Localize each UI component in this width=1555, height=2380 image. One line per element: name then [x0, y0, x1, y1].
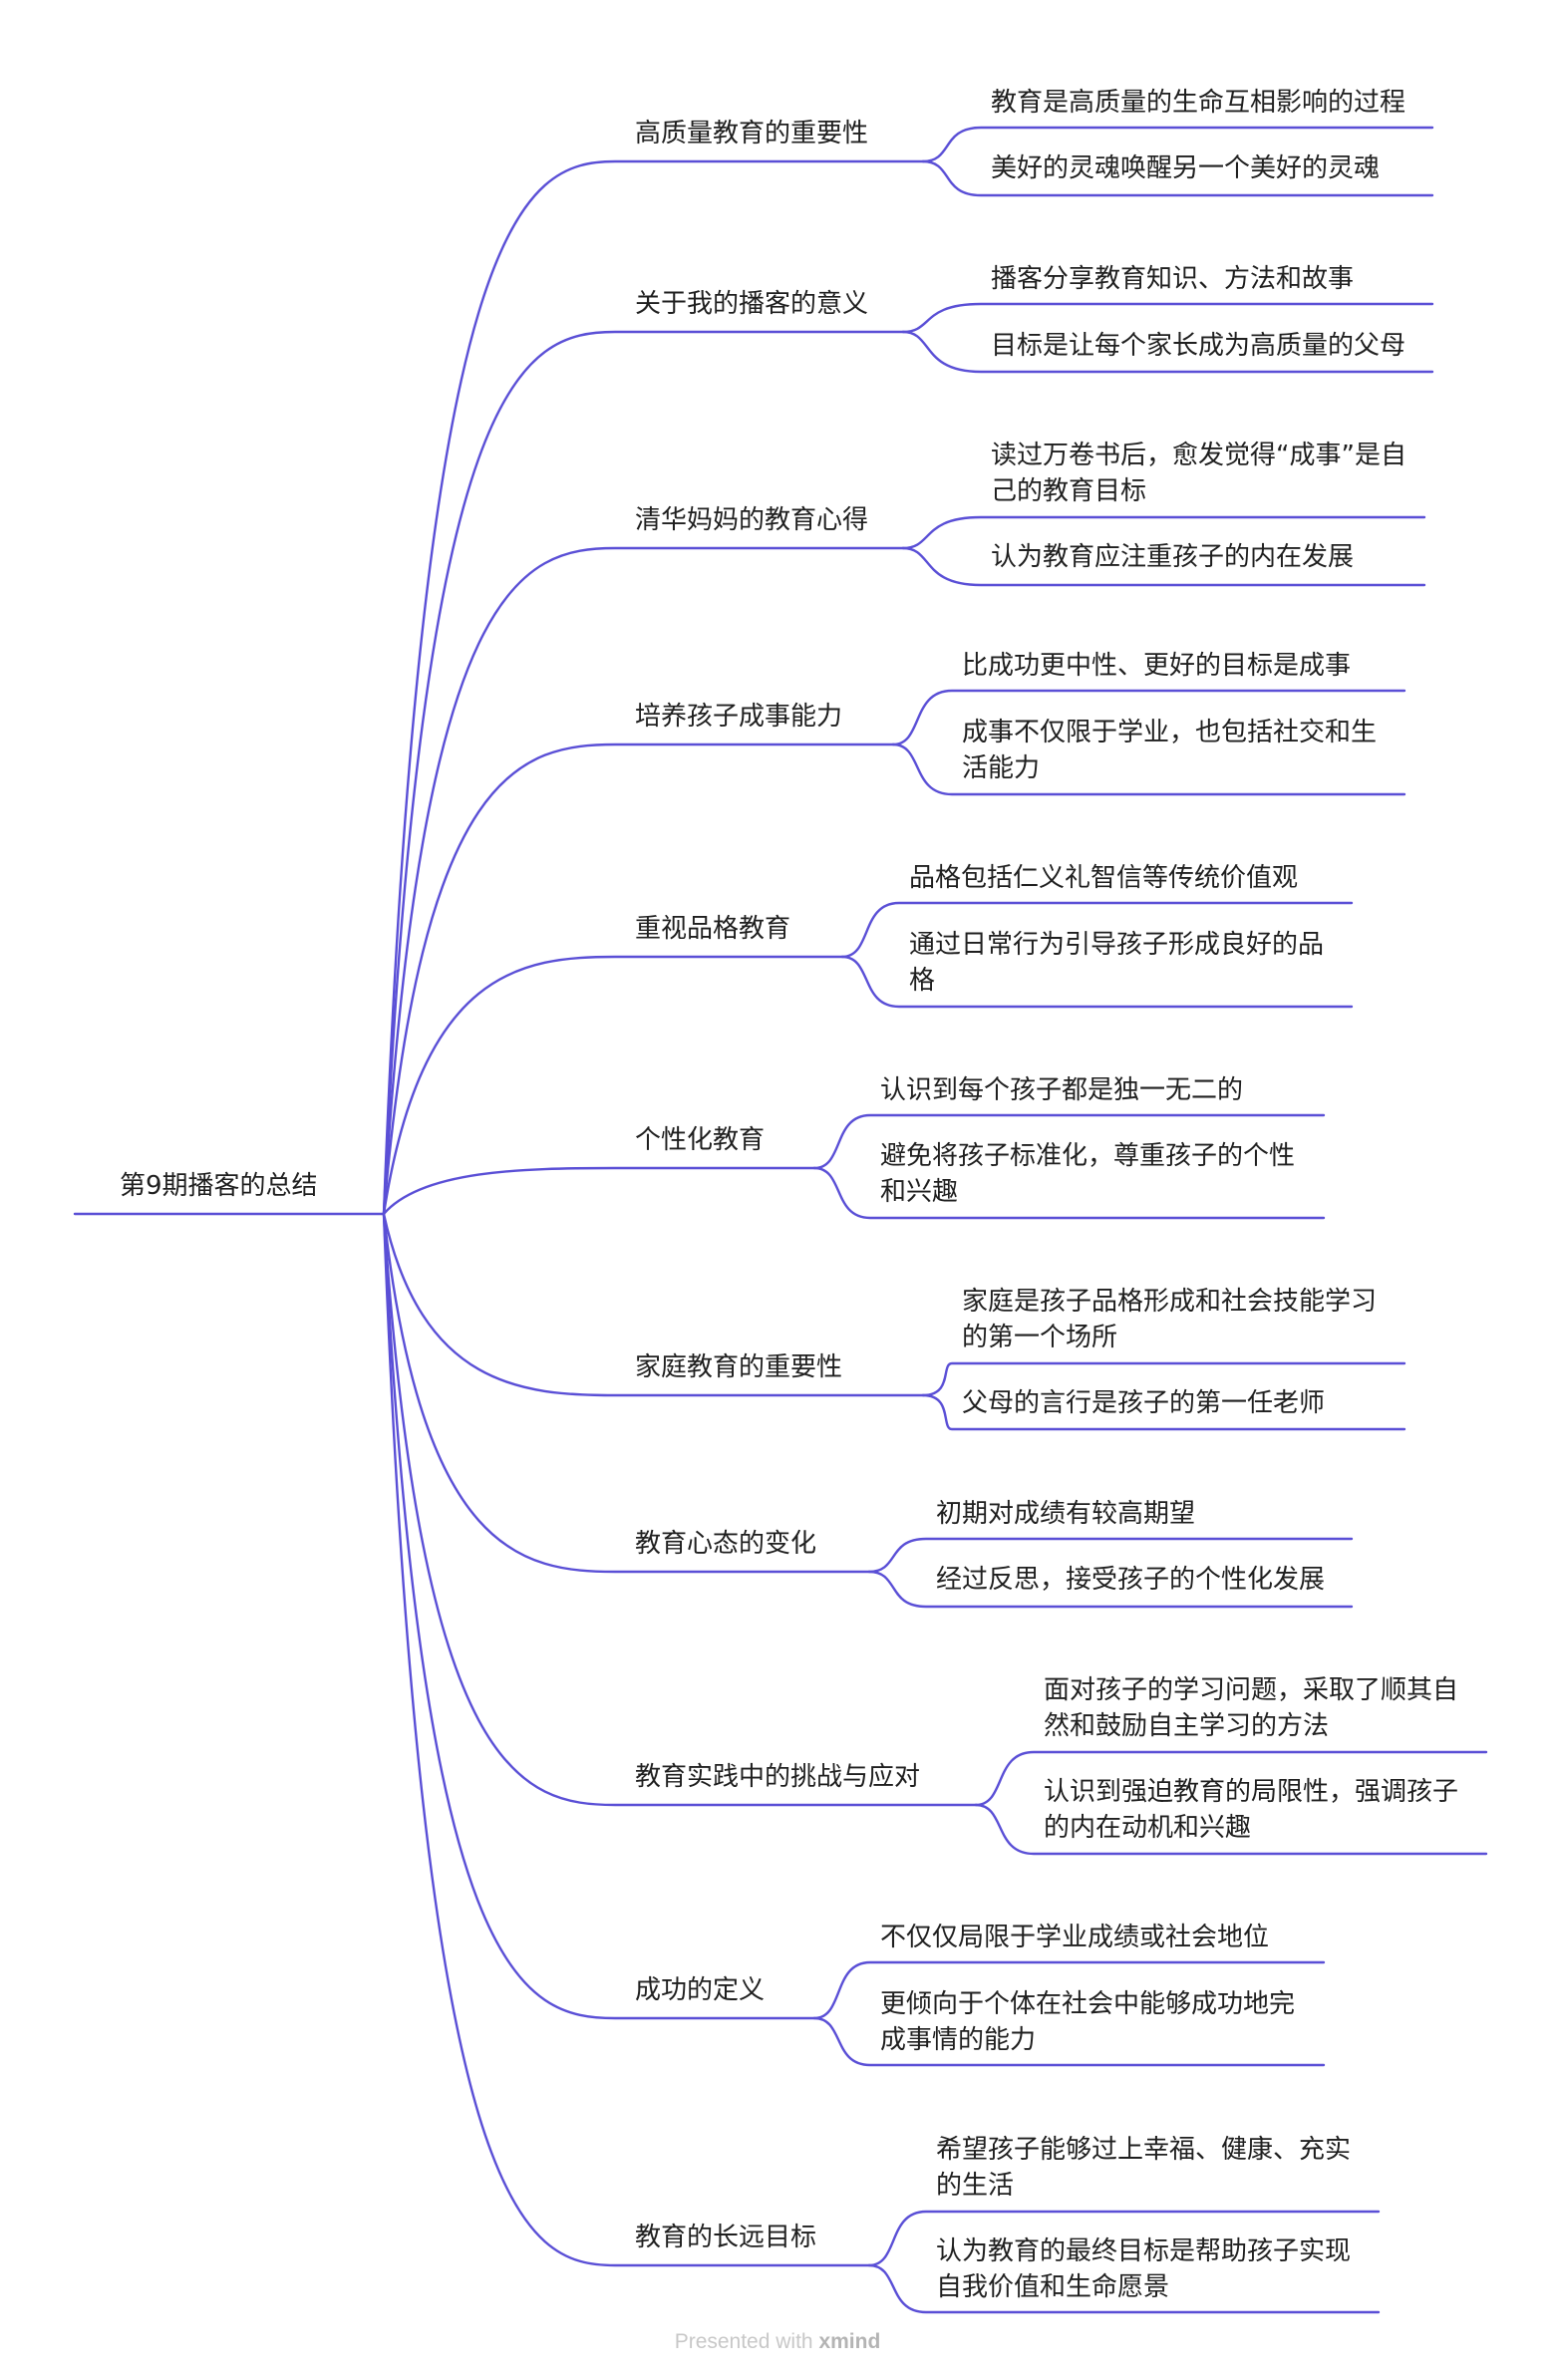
leaf-topic: 认为教育应注重孩子的内在发展 [991, 542, 1355, 572]
leaf-topic: 成事不仅限于学业，也包括社交和生活能力 [962, 718, 1378, 783]
leaf-topic: 教育是高质量的生命互相影响的过程 [991, 88, 1406, 118]
branch-connector [382, 1212, 816, 2020]
branch-topic: 高质量教育的重要性 [635, 119, 869, 149]
branch-connector [382, 159, 925, 1216]
branch-connector [382, 743, 895, 1216]
branch-topic: 教育的长远目标 [635, 2223, 817, 2252]
branch-connector [382, 1166, 816, 1216]
leaf-connector [867, 2210, 1381, 2267]
branch-connector [382, 1212, 871, 1574]
leaf-topic: 播客分享教育知识、方法和故事 [991, 264, 1355, 294]
leaf-topic: 更倾向于个体在社会中能够成功地完成事情的能力 [880, 1989, 1296, 2055]
leaf-connector [921, 1393, 1406, 1431]
leaf-connector [901, 302, 1434, 334]
leaf-topic: 家庭是孩子品格形成和社会技能学习的第一个场所 [962, 1287, 1378, 1352]
branch-topic: 培养孩子成事能力 [635, 702, 843, 732]
leaf-connector [867, 2263, 1381, 2314]
leaf-topic: 认识到强迫教育的局限性，强调孩子的内在动机和兴趣 [1044, 1777, 1459, 1843]
leaf-topic: 希望孩子能够过上幸福、健康、充实的生活 [936, 2135, 1352, 2201]
leaf-connector [812, 1960, 1326, 2020]
branch-connector [382, 955, 844, 1216]
leaf-connector [901, 546, 1426, 587]
leaf-topic: 品格包括仁义礼智信等传统价值观 [909, 863, 1299, 893]
root-topic: 第9期播客的总结 [120, 1171, 318, 1201]
leaf-topic: 不仅仅局限于学业成绩或社会地位 [880, 1923, 1270, 1952]
branch-topic: 教育心态的变化 [635, 1529, 817, 1559]
leaf-connector [867, 1570, 1354, 1609]
leaf-connector [921, 126, 1434, 163]
branch-topic: 清华妈妈的教育心得 [635, 505, 869, 535]
leaf-connector [891, 743, 1406, 796]
leaf-connector [901, 515, 1426, 550]
leaf-topic: 美好的灵魂唤醒另一个美好的灵魂 [991, 153, 1381, 183]
leaf-topic: 面对孩子的学习问题，采取了顺其自然和鼓励自主学习的方法 [1044, 1675, 1459, 1741]
leaf-connector [812, 1166, 1326, 1220]
leaf-topic: 比成功更中性、更好的目标是成事 [962, 651, 1352, 681]
leaf-topic: 通过日常行为引导孩子形成良好的品格 [909, 930, 1325, 996]
leaf-topic: 目标是让每个家长成为高质量的父母 [991, 331, 1406, 361]
branch-connector [382, 1212, 925, 1397]
footer-prefix: Presented with [674, 2330, 813, 2353]
xmind-logo-text: xmind [818, 2330, 881, 2353]
leaf-connector [891, 689, 1406, 746]
branch-topic: 家庭教育的重要性 [635, 1352, 843, 1382]
leaf-connector [921, 159, 1434, 197]
leaf-topic: 初期对成绩有较高期望 [936, 1499, 1196, 1529]
leaf-connector [867, 1537, 1354, 1574]
leaf-connector [921, 1361, 1406, 1397]
leaf-connector [974, 1750, 1488, 1807]
leaf-connector [812, 1113, 1326, 1170]
footer-credit: Presented with xmind [0, 2330, 1555, 2354]
leaf-connector [840, 955, 1354, 1009]
branch-connector [382, 1212, 871, 2267]
branch-topic: 重视品格教育 [635, 914, 791, 944]
leaf-connector [812, 2016, 1326, 2067]
leaf-topic: 避免将孩子标准化，尊重孩子的个性和兴趣 [880, 1141, 1296, 1207]
leaf-topic: 认为教育的最终目标是帮助孩子实现自我价值和生命愿景 [936, 2236, 1352, 2302]
branch-topic: 成功的定义 [635, 1975, 766, 2005]
leaf-connector [840, 901, 1354, 959]
branch-connector [382, 546, 905, 1216]
leaf-topic: 父母的言行是孩子的第一任老师 [962, 1388, 1326, 1418]
leaf-connector [901, 330, 1434, 374]
branch-topic: 个性化教育 [635, 1125, 766, 1155]
leaf-topic: 经过反思，接受孩子的个性化发展 [936, 1565, 1326, 1595]
branch-topic: 教育实践中的挑战与应对 [635, 1762, 921, 1792]
leaf-connector [974, 1803, 1488, 1856]
branch-connector [382, 1212, 978, 1807]
leaf-topic: 认识到每个孩子都是独一无二的 [880, 1075, 1244, 1105]
branch-connector [382, 330, 905, 1216]
leaf-topic: 读过万卷书后，愈发觉得“成事”是自己的教育目标 [991, 441, 1406, 506]
branch-topic: 关于我的播客的意义 [635, 289, 869, 319]
